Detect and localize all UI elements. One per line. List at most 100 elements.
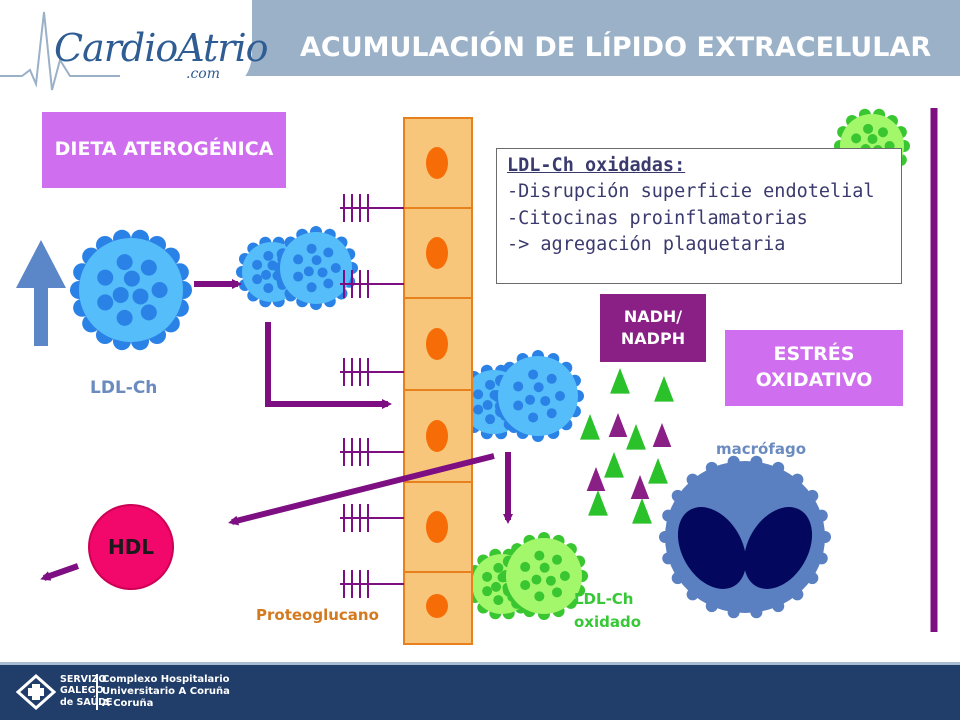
arrow-aggregate-to-intima bbox=[265, 322, 392, 409]
particle-dot bbox=[513, 381, 524, 392]
ldl-oxidized-aggregate bbox=[466, 532, 588, 620]
particle-dot bbox=[263, 283, 274, 294]
footer-hospital-line: A Coruña bbox=[102, 698, 154, 709]
diet-box: DIETA ATEROGÉNICA bbox=[42, 112, 286, 188]
particle-dot bbox=[559, 571, 570, 581]
particle-dot bbox=[140, 304, 157, 321]
particle-dot bbox=[261, 269, 272, 280]
hdl-label: HDL bbox=[107, 535, 155, 559]
ldl-aggregate-left bbox=[236, 226, 358, 310]
cell-nucleus bbox=[426, 594, 448, 618]
ldl-oxidized-label: LDL-Ch oxidado bbox=[574, 588, 641, 633]
oxidative-triangle bbox=[586, 467, 606, 491]
particle-dot bbox=[252, 259, 263, 270]
particle-dot bbox=[552, 587, 563, 598]
heartbeat-logo-icon bbox=[0, 11, 120, 91]
particle-dot bbox=[546, 373, 557, 384]
oxidative-triangle bbox=[632, 498, 652, 524]
particle-dot bbox=[546, 408, 557, 419]
ldl-oxidized-label-line: LDL-Ch bbox=[574, 590, 634, 608]
particle-body bbox=[498, 356, 578, 436]
particle-dot bbox=[493, 595, 504, 606]
oxidative-triangle bbox=[588, 490, 608, 516]
particle-dot bbox=[317, 267, 328, 278]
proteoglycan-receptors bbox=[340, 194, 404, 598]
particle-dot bbox=[323, 278, 334, 289]
particle-dot bbox=[306, 243, 317, 254]
particle-dot bbox=[112, 286, 129, 303]
particle-dot bbox=[293, 254, 304, 265]
particle-dot bbox=[485, 379, 496, 390]
info-list: -Disrupción superficie endotelial -Citoc… bbox=[507, 179, 901, 258]
particle-dot bbox=[473, 389, 484, 400]
particle-dot bbox=[311, 255, 322, 266]
particle-dot bbox=[151, 282, 168, 298]
oxidative-triangle bbox=[580, 414, 600, 440]
info-box: LDL-Ch oxidadas: -Disrupción superficie … bbox=[496, 148, 902, 284]
oxidative-triangle bbox=[654, 376, 674, 402]
oxidative-triangle bbox=[626, 424, 646, 450]
particle-dot bbox=[520, 561, 531, 572]
macrophage-label: macrófago bbox=[716, 440, 807, 458]
cell-nucleus bbox=[426, 328, 448, 360]
particle-dot bbox=[513, 400, 524, 411]
particle-dot bbox=[303, 266, 314, 277]
oxidative-triangle bbox=[648, 458, 668, 484]
particle-dot bbox=[123, 270, 140, 287]
hdl-particle: HDL bbox=[88, 504, 174, 590]
oxidative-triangle bbox=[608, 413, 628, 437]
particle-dot bbox=[520, 580, 531, 591]
proteoglycan-label: Proteoglucano bbox=[256, 606, 379, 624]
nadh-box: NADH/ NADPH bbox=[600, 294, 706, 362]
particle-body bbox=[506, 538, 582, 614]
particle-dot bbox=[252, 274, 263, 285]
particle-body bbox=[79, 238, 183, 342]
macrophage-nucleus-lobe bbox=[677, 507, 747, 589]
particle-dot bbox=[491, 581, 502, 592]
logo-text: CardioAtrio bbox=[54, 26, 268, 70]
stress-box-label: ESTRÉS OXIDATIVO bbox=[755, 343, 873, 391]
footer-sergas-line: de SAÚDE bbox=[60, 696, 113, 708]
particle-dot bbox=[534, 550, 545, 561]
sergas-cross-logo-icon bbox=[16, 674, 56, 710]
particle-dot bbox=[525, 394, 536, 405]
arrow-to-hdl bbox=[228, 453, 495, 526]
footer-hospital-line: Complexo Hospitalario bbox=[102, 674, 230, 685]
info-title: LDL-Ch oxidadas: bbox=[507, 155, 686, 176]
info-item: -Disrupción superficie endotelial bbox=[507, 181, 875, 203]
arrow-hdl-out bbox=[40, 563, 79, 581]
ldl-particle-large bbox=[70, 229, 192, 351]
particle-dot bbox=[531, 574, 542, 585]
ldl-label: LDL-Ch bbox=[90, 378, 158, 398]
particle-dot bbox=[540, 395, 551, 406]
endothelial-cell-column bbox=[403, 117, 473, 645]
particle-dot bbox=[485, 414, 496, 425]
info-item: -Citocinas proinflamatorias bbox=[507, 207, 808, 229]
oxidative-triangle bbox=[610, 368, 630, 394]
particle-dot bbox=[132, 288, 149, 305]
cell-nucleus bbox=[426, 511, 448, 543]
particle-dot bbox=[528, 412, 539, 423]
particle-dot bbox=[555, 391, 565, 401]
particle-dot bbox=[534, 591, 545, 602]
up-arrow-icon bbox=[16, 240, 66, 346]
particle-dot bbox=[97, 269, 114, 286]
particle-dot bbox=[552, 554, 563, 565]
footer-hospital-text: Complexo Hospitalario Universitario A Co… bbox=[102, 674, 230, 710]
particle-dot bbox=[545, 575, 556, 586]
info-item: -> agregación plaquetaria bbox=[507, 233, 786, 255]
particle-dot bbox=[263, 250, 274, 261]
particle-dot bbox=[482, 586, 493, 597]
nadh-box-label: NADH/ NADPH bbox=[620, 307, 686, 348]
particle-dot bbox=[867, 133, 878, 144]
oxidative-triangle bbox=[630, 475, 650, 499]
footer-divider bbox=[96, 674, 98, 710]
slide-title: ACUMULACIÓN DE LÍPIDO EXTRACELULAR bbox=[300, 32, 932, 63]
particle-dot bbox=[140, 259, 157, 276]
macrophage-cell bbox=[659, 455, 831, 619]
particle-dot bbox=[539, 562, 550, 573]
macrophage-nucleus-lobe bbox=[743, 507, 813, 589]
endothelial-cell bbox=[403, 117, 473, 209]
